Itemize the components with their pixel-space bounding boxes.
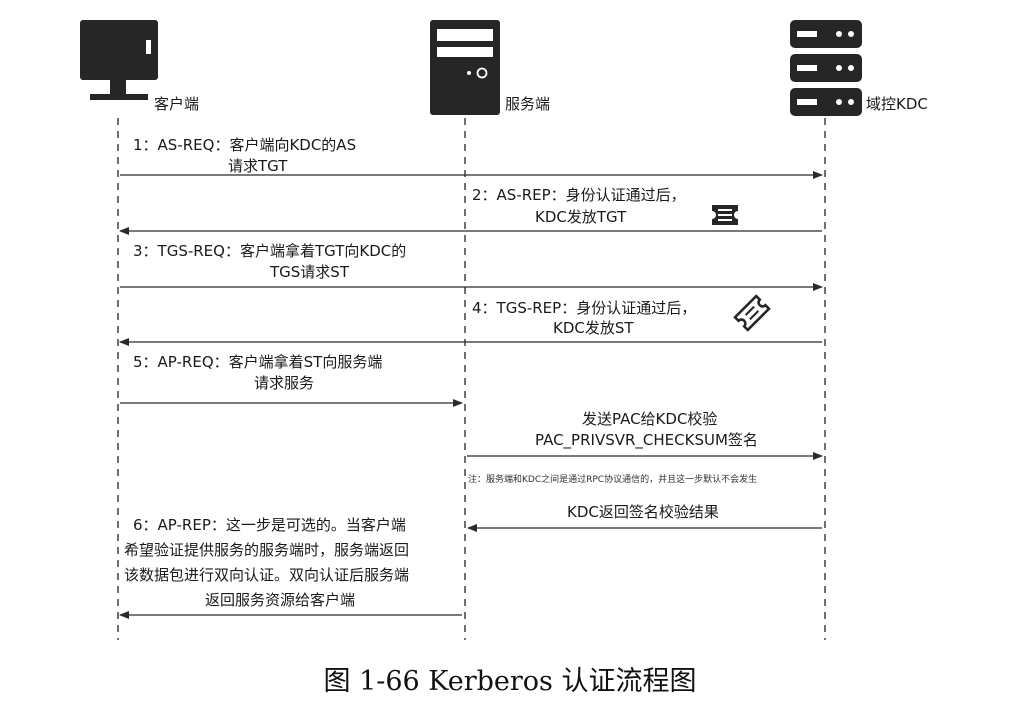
step6-label-line1: 6：AP-REP：这一步是可选的。当客户端 <box>133 516 406 534</box>
step4-label-line1: 4：TGS-REP：身份认证通过后， <box>472 299 696 317</box>
step3-label-line2: TGS请求ST <box>269 263 350 281</box>
step6-label-line3: 该数据包进行双向认证。双向认证后服务端 <box>124 566 409 584</box>
pac-label-line1: 发送PAC给KDC校验 <box>582 410 717 428</box>
step1-label-line1: 1：AS-REQ：客户端向KDC的AS <box>133 136 356 154</box>
pac-label-line2: PAC_PRIVSVR_CHECKSUM签名 <box>535 431 758 450</box>
step5-label-line1: 5：AP-REQ：客户端拿着ST向服务端 <box>133 353 382 371</box>
step2-label-line1: 2：AS-REP：身份认证通过后， <box>472 186 686 204</box>
step2-label-line2: KDC发放TGT <box>535 208 627 226</box>
ticket-outline-icon <box>733 294 771 332</box>
actor-kdc-label: 域控KDC <box>866 95 928 113</box>
server-tower-icon <box>430 20 500 115</box>
monitor-icon <box>80 20 158 100</box>
figure-caption: 图 1-66 Kerberos 认证流程图 <box>323 666 696 697</box>
actor-server-label: 服务端 <box>505 95 550 113</box>
actor-client-label: 客户端 <box>154 95 199 113</box>
ticket-icon <box>712 205 738 225</box>
step5-label-line2: 请求服务 <box>254 374 314 392</box>
step1-label-line2: 请求TGT <box>228 157 288 175</box>
step6-label-line2: 希望验证提供服务的服务端时，服务端返回 <box>124 541 409 559</box>
pac-note: 注：服务端和KDC之间是通过RPC协议通信的，并且这一步默认不会发生 <box>468 473 757 485</box>
kdc-result-label: KDC返回签名校验结果 <box>567 503 719 521</box>
step6-label-line4: 返回服务资源给客户端 <box>205 591 355 609</box>
server-rack-icon <box>790 20 862 116</box>
step4-label-line2: KDC发放ST <box>553 319 634 337</box>
step3-label-line1: 3：TGS-REQ：客户端拿着TGT向KDC的 <box>133 242 406 260</box>
